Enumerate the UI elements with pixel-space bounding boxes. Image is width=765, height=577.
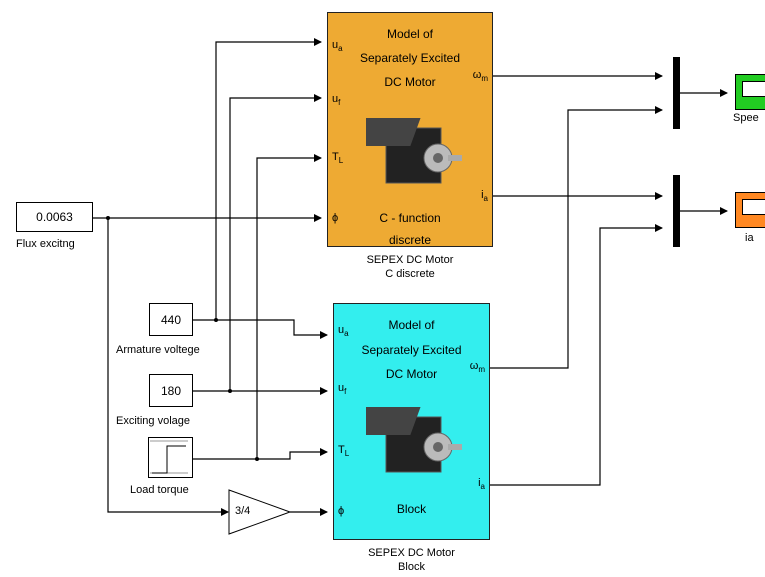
port-tl-top: TL — [332, 151, 344, 166]
port-ia-top: ia — [481, 189, 488, 204]
port-ua-bottom: ua — [338, 324, 349, 339]
wire-load-to-top-tl — [193, 154, 322, 460]
ia-scope-screen — [742, 199, 765, 215]
motor-bottom-caption-1: SEPEX DC Motor — [368, 547, 455, 559]
flux-constant-label: Flux excitng — [16, 238, 75, 250]
speed-scope-block[interactable] — [735, 74, 765, 110]
ia-scope-label: ia — [745, 232, 754, 244]
load-torque-block[interactable] — [148, 437, 193, 478]
motor-image-icon — [366, 407, 462, 473]
wire-flux-to-gain — [107, 218, 229, 516]
motor-top-title-1: Model of — [386, 27, 434, 41]
speed-scope-label: Spee — [733, 112, 759, 124]
mux-current — [673, 175, 680, 247]
armature-constant-label: Armature voltege — [116, 344, 200, 356]
motor-block-simulink[interactable]: Model of Separately Excited DC Motor Blo… — [333, 303, 490, 540]
port-uf-bottom: uf — [338, 382, 347, 397]
ia-scope-block[interactable] — [735, 192, 765, 228]
motor-top-footer-1: C - function — [379, 211, 441, 225]
wire-armature-to-bottom-ua — [216, 319, 328, 339]
motor-top-title-3: DC Motor — [384, 75, 436, 89]
exciting-constant-block[interactable]: 180 — [149, 374, 193, 407]
flux-constant-value: 0.0063 — [36, 210, 73, 224]
motor-top-caption-2: C discrete — [385, 268, 435, 280]
wire-armature-to-top-ua — [193, 38, 322, 321]
motor-image-icon — [366, 118, 462, 184]
port-phi-bottom: ϕ — [338, 505, 345, 517]
port-ua-top: ua — [332, 39, 343, 54]
gain-value: 3/4 — [235, 505, 251, 517]
port-ia-bottom: ia — [478, 477, 485, 492]
motor-bottom-title-1: Model of — [388, 318, 435, 332]
gain-block — [228, 489, 292, 535]
step-icon — [150, 440, 188, 474]
wire-exciting-to-top-uf — [193, 94, 322, 392]
motor-block-c-discrete[interactable]: Model of Separately Excited DC Motor C -… — [327, 12, 493, 247]
motor-top-title-2: Separately Excited — [359, 51, 461, 65]
armature-constant-block[interactable]: 440 — [149, 303, 193, 336]
wire-bottom-wm-to-mux1 — [490, 106, 663, 369]
motor-bottom-caption-2: Block — [398, 561, 425, 573]
motor-bottom-footer-1: Block — [396, 502, 427, 516]
speed-scope-screen — [742, 81, 765, 97]
motor-bottom-title-2: Separately Excited — [361, 343, 462, 357]
motor-top-footer-2: discrete — [388, 233, 432, 247]
load-torque-label: Load torque — [130, 484, 189, 496]
port-phi-top: ϕ — [332, 212, 339, 224]
port-wm-bottom: ωm — [469, 360, 485, 375]
armature-constant-value: 440 — [160, 312, 182, 327]
exciting-constant-value: 180 — [160, 383, 182, 398]
flux-constant-block[interactable]: 0.0063 — [16, 202, 93, 232]
port-tl-bottom: TL — [338, 444, 350, 459]
mux-speed — [673, 57, 680, 129]
motor-bottom-title-3: DC Motor — [385, 367, 438, 381]
port-uf-top: uf — [332, 93, 341, 108]
motor-top-caption-1: SEPEX DC Motor — [366, 254, 454, 266]
wire-load-to-bottom-tl — [257, 448, 328, 460]
exciting-constant-label: Exciting volage — [116, 415, 190, 427]
port-wm-top: ωm — [472, 69, 488, 84]
wire-bottom-ia-to-mux2 — [490, 224, 663, 486]
